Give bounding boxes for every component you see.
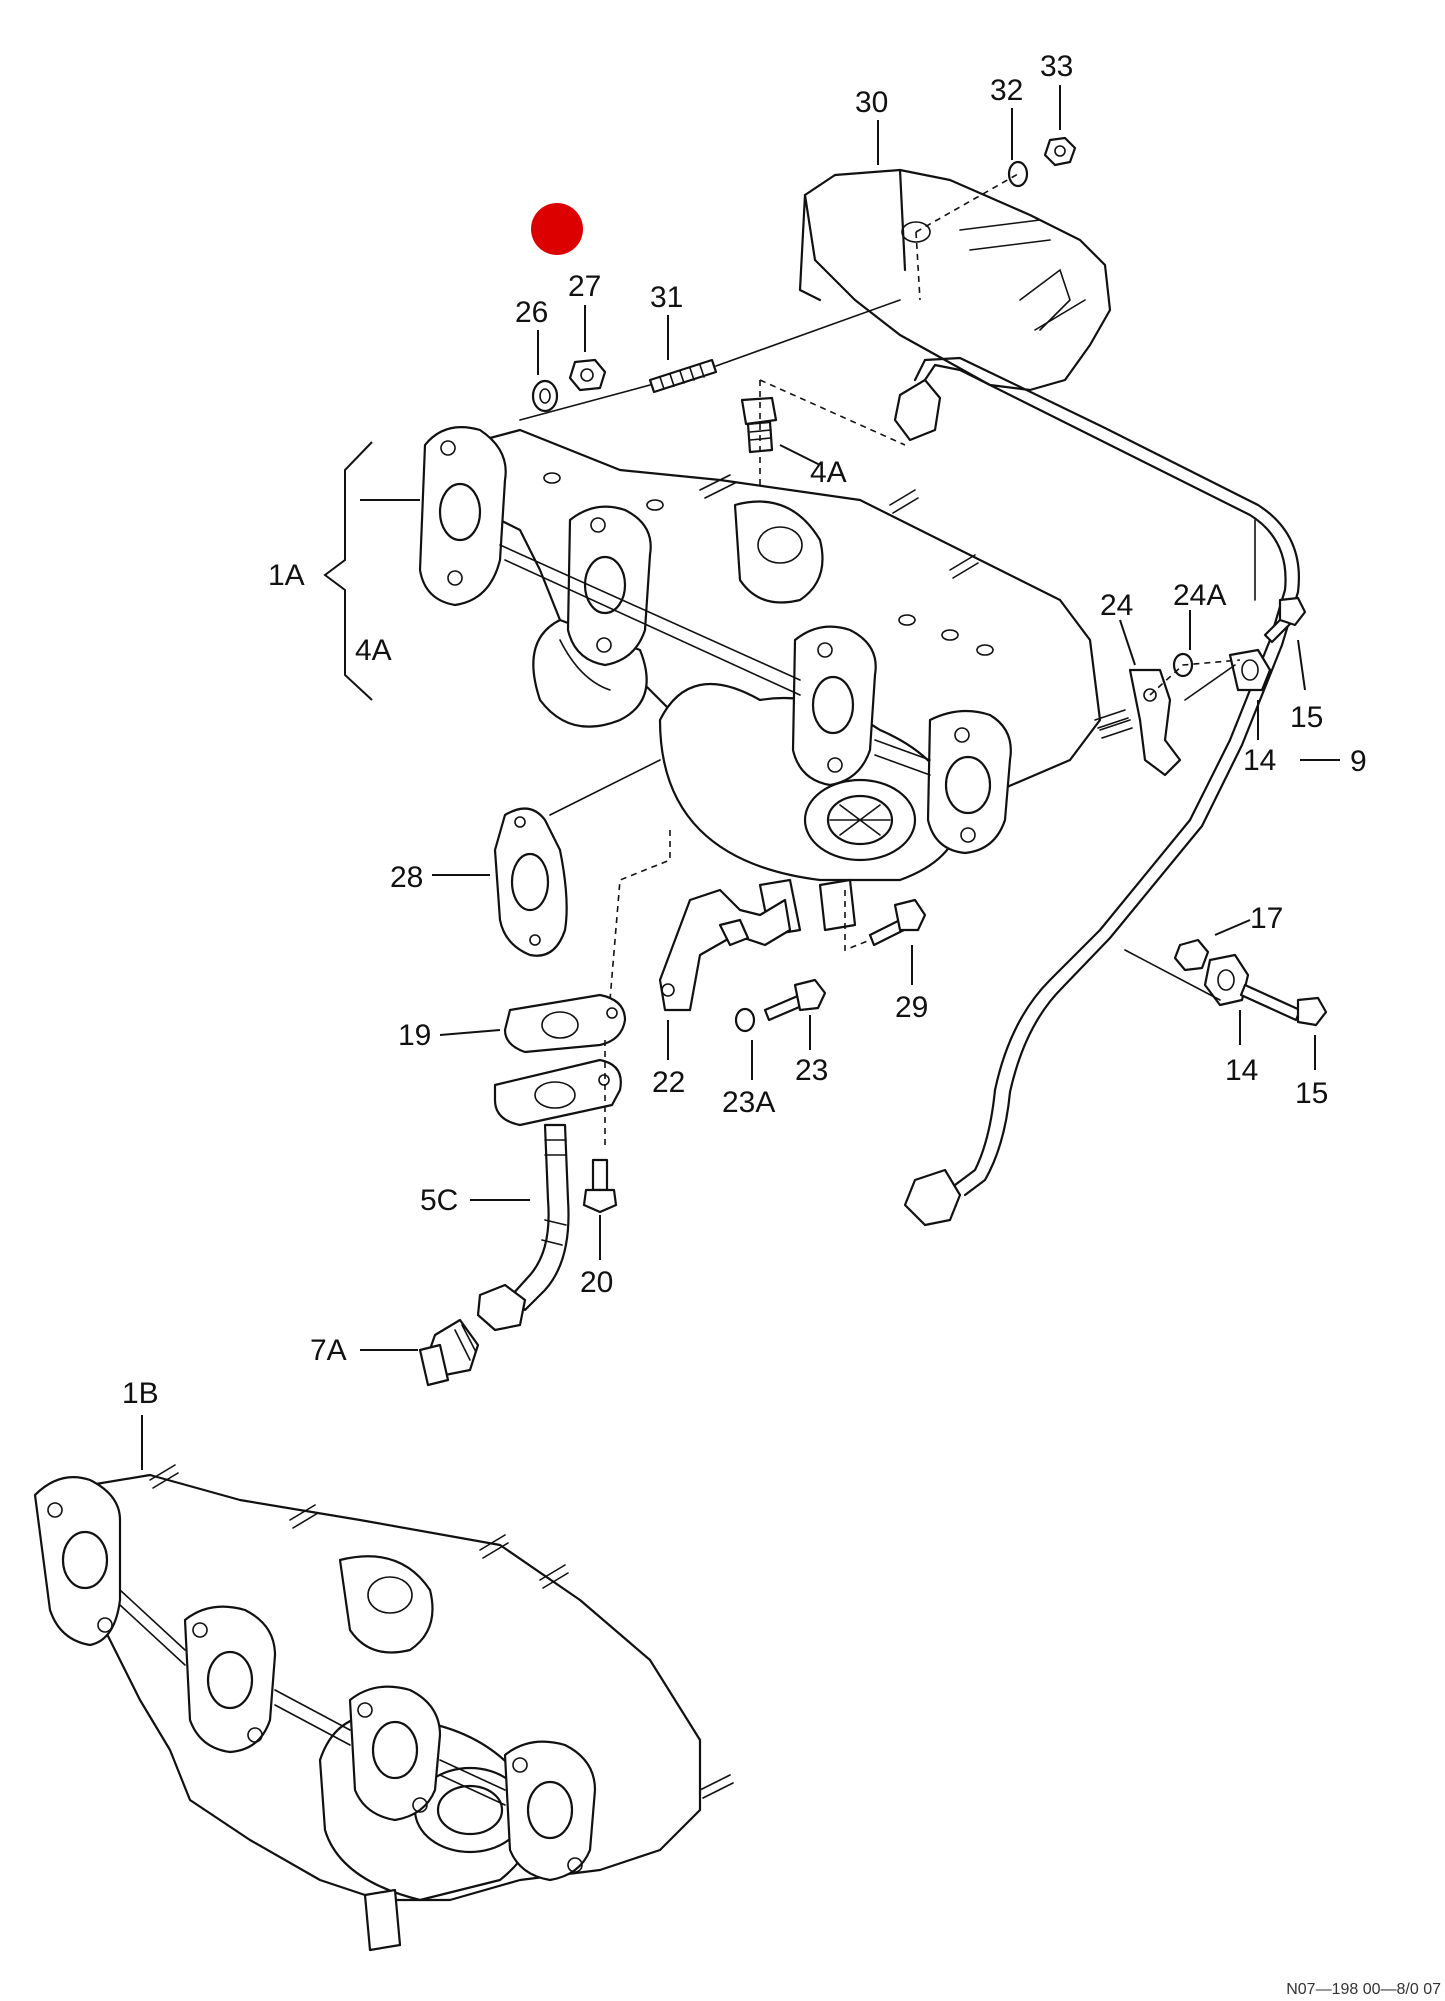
oil-pipe-9 — [893, 356, 1300, 1227]
nut-17 — [1173, 938, 1210, 972]
label-1A: 1A — [268, 559, 305, 592]
label-27: 27 — [568, 270, 601, 303]
bolt-20 — [582, 1158, 618, 1214]
label-14-lower: 14 — [1225, 1054, 1258, 1087]
washer-23A — [734, 1007, 756, 1033]
label-4A-left: 4A — [355, 634, 392, 667]
label-26: 26 — [515, 296, 548, 329]
manifold-turbo-1B — [33, 1464, 734, 1952]
label-23: 23 — [795, 1054, 828, 1087]
label-19: 19 — [398, 1019, 431, 1052]
gasket-28 — [493, 807, 568, 957]
bolt-15-upper — [1263, 596, 1307, 644]
stud-31 — [648, 358, 718, 394]
washer-32 — [1007, 160, 1029, 188]
label-30: 30 — [855, 86, 888, 119]
oil-return-pipe-5C — [476, 1058, 622, 1332]
gasket-19 — [503, 993, 627, 1054]
label-1B: 1B — [122, 1377, 159, 1410]
label-22: 22 — [652, 1066, 685, 1099]
label-5C: 5C — [420, 1184, 458, 1217]
drawing-reference-code: N07—198 00—8/0 07 — [1286, 1981, 1441, 1998]
union-fitting-4A — [740, 396, 778, 454]
nut-27 — [568, 358, 607, 392]
label-7A: 7A — [310, 1334, 347, 1367]
label-32: 32 — [990, 74, 1023, 107]
union-fitting-7A — [418, 1318, 480, 1387]
manifold-turbo-1A — [418, 426, 1133, 937]
label-23A: 23A — [722, 1086, 775, 1119]
label-24A: 24A — [1173, 579, 1226, 612]
label-9: 9 — [1350, 745, 1367, 778]
label-15-lower: 15 — [1295, 1077, 1328, 1110]
label-29: 29 — [895, 991, 928, 1024]
bracket-24 — [1094, 668, 1182, 777]
nut-33 — [1043, 136, 1077, 167]
label-14-upper: 14 — [1243, 744, 1276, 777]
bracket-22 — [658, 888, 792, 1012]
washer-26 — [531, 379, 559, 413]
bolt-15-lower — [1239, 983, 1328, 1027]
label-15-upper: 15 — [1290, 701, 1323, 734]
heat-shield-30 — [798, 168, 1112, 392]
bolt-29 — [868, 898, 927, 947]
label-24: 24 — [1100, 589, 1133, 622]
label-33: 33 — [1040, 50, 1073, 83]
red-marker-dot — [531, 203, 583, 255]
clamp-14-lower — [1203, 953, 1250, 1007]
label-31: 31 — [650, 281, 683, 314]
bolt-23 — [763, 978, 827, 1022]
label-17: 17 — [1250, 902, 1283, 935]
label-4A-top: 4A — [810, 456, 847, 489]
label-28: 28 — [390, 861, 423, 894]
label-20: 20 — [580, 1266, 613, 1299]
